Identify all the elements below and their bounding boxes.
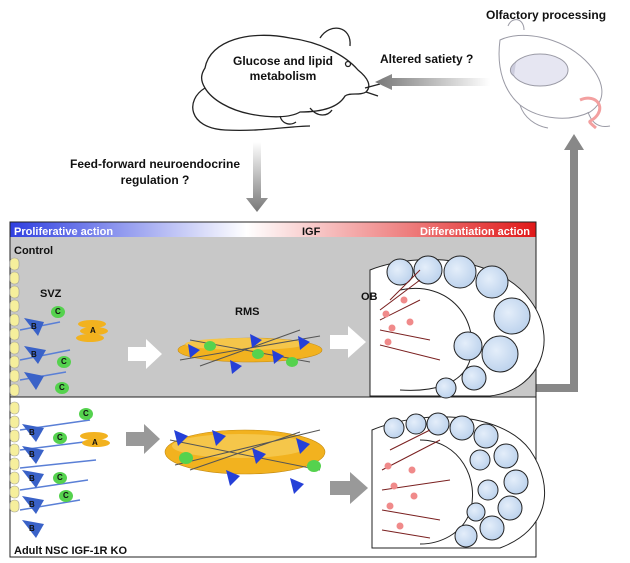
ko-label: Adult NSC IGF-1R KO <box>14 545 128 557</box>
return-arrow <box>536 134 584 392</box>
rms-label: RMS <box>235 306 260 318</box>
ko-ob <box>371 412 545 549</box>
ko-arrow-2 <box>330 472 368 504</box>
control-ob <box>369 255 545 399</box>
control-arrow-1 <box>128 339 162 369</box>
cell-letter-c: C <box>57 473 63 482</box>
feed-forward-label: Feed-forward neuroendocrine regulation ? <box>69 157 241 187</box>
igf-label: IGF <box>302 226 321 238</box>
control-arrow-2 <box>330 326 366 358</box>
cell-letter-c: C <box>59 383 65 392</box>
olfactory-processing-label: Olfactory processing <box>486 8 607 22</box>
cell-letter-a: A <box>90 326 96 335</box>
proliferative-action-label: Proliferative action <box>14 226 114 238</box>
satiety-arrow <box>375 74 490 90</box>
control-label: Control <box>14 245 54 257</box>
mouse-illustration <box>192 27 381 132</box>
cell-letter-b: B <box>29 428 35 437</box>
control-svz-cells <box>19 306 108 394</box>
cell-letter-b: B <box>29 524 35 533</box>
cell-letter-b: B <box>31 322 37 331</box>
ko-rms <box>164 429 326 494</box>
ob-label: OB <box>361 291 378 303</box>
feed-forward-arrow <box>246 142 268 212</box>
cell-letter-b: B <box>29 474 35 483</box>
cell-letter-c: C <box>83 409 89 418</box>
differentiation-action-label: Differentiation action <box>420 226 531 238</box>
control-rms <box>177 329 323 374</box>
cell-letter-c: C <box>57 433 63 442</box>
cell-letter-b: B <box>29 500 35 509</box>
cell-letter-b: B <box>31 350 37 359</box>
igf-gradient-bar <box>10 222 536 237</box>
ko-arrow-1 <box>126 424 160 454</box>
cell-letter-b: B <box>29 450 35 459</box>
altered-satiety-label: Altered satiety ? <box>380 52 474 66</box>
cell-letter-c: C <box>61 357 67 366</box>
cell-letter-c: C <box>55 307 61 316</box>
ko-svz-cells <box>19 408 110 538</box>
ependymal-wall <box>9 257 20 513</box>
svz-label: SVZ <box>40 288 62 300</box>
metabolism-label: Glucose and lipid metabolism <box>232 54 333 83</box>
cell-letter-c: C <box>63 491 69 500</box>
cell-letter-a: A <box>92 438 98 447</box>
olfactory-mouse-illustration <box>498 19 611 130</box>
